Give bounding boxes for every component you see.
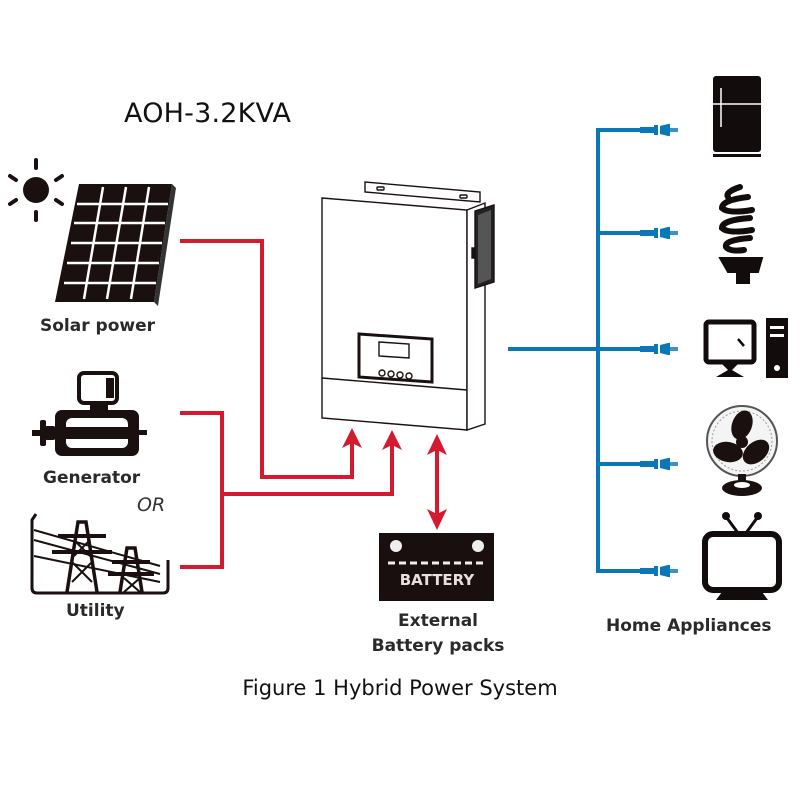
computer-icon [703,318,788,378]
plug-icon [640,227,678,239]
plug-icon [640,343,678,355]
arrowheads [342,428,447,530]
input-lines [180,239,439,569]
generator-label: Generator [43,468,141,488]
model-title: AOH-3.2KVA [124,98,292,129]
solar-power-label: Solar power [40,316,155,336]
tv-icon [702,512,782,600]
utility-label: Utility [66,601,125,621]
battery-label-line1: External [397,611,479,631]
solar-line [180,239,354,479]
battery-icon-text: BATTERY [399,571,475,589]
generator-icon [32,371,147,456]
battery-down-arrow-icon [427,509,447,530]
figure-caption: Figure 1 Hybrid Power System [242,676,558,700]
fan-icon [706,405,778,496]
grid-arrow-icon [382,430,402,450]
battery-label-line2: Battery packs [371,636,505,656]
light-bulb-icon [718,184,764,284]
generator-line [180,411,224,569]
battery-icon [379,533,494,601]
solar-arrow-icon [342,428,362,448]
sun-icon [8,158,64,222]
power-tower-icon [30,513,170,595]
output-lines [508,128,642,573]
refrigerator-icon [713,76,761,157]
plug-icon [640,565,678,577]
home-appliances-label: Home Appliances [606,616,772,636]
inverter-icon [321,181,495,431]
solar-panel-icon [55,184,176,306]
battery-up-arrow-icon [427,434,447,455]
grid-branch-line [222,440,394,496]
plug-icon [640,124,678,136]
or-label: OR [137,494,166,516]
plug-icon [640,458,678,470]
